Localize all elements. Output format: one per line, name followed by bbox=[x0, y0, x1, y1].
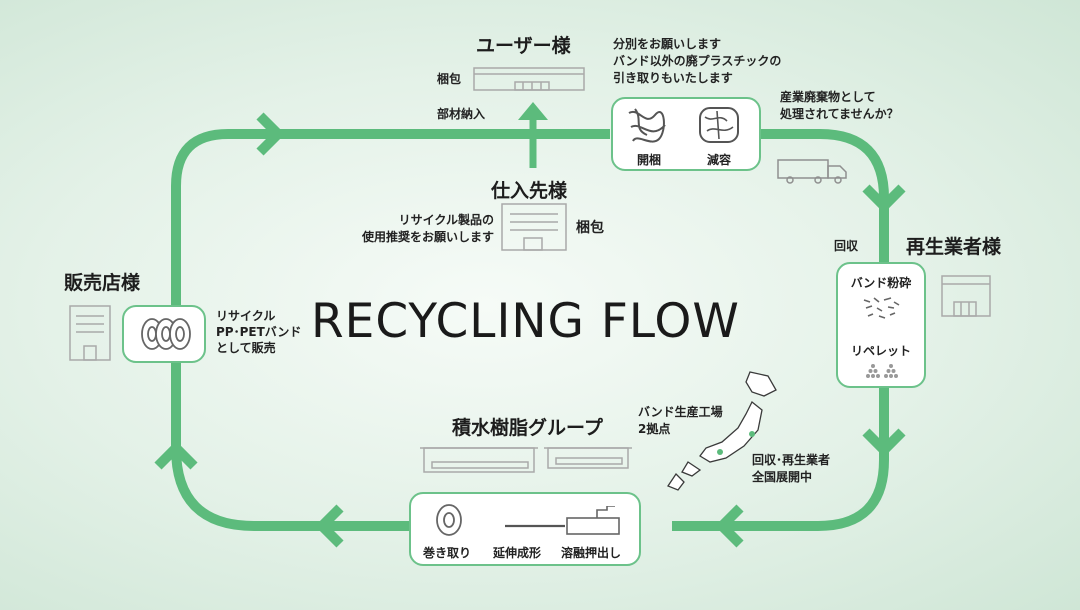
sekisui-factory-icons bbox=[420, 447, 632, 473]
user-process-box: 開梱 減容 bbox=[611, 97, 761, 171]
user-request-line: 分別をお願いします bbox=[613, 37, 722, 51]
process-stretch-label: 延伸成形 bbox=[493, 546, 542, 560]
user-warehouse-icon bbox=[473, 67, 585, 91]
pellets-icon bbox=[866, 364, 898, 378]
user-request-line: バンド以外の廃プラスチックの bbox=[613, 54, 782, 68]
process-volume-reduction-label: 減容 bbox=[707, 153, 732, 167]
supplier-building-icon bbox=[501, 203, 567, 251]
supplier-request-line: リサイクル製品の bbox=[398, 213, 494, 227]
industrial-waste-line: 産業廃棄物として bbox=[780, 90, 876, 104]
compressed-band-icon bbox=[699, 107, 739, 143]
sekisui-factory-line: 2拠点 bbox=[638, 422, 671, 436]
page-title: RECYCLING FLOW bbox=[311, 294, 740, 349]
user-request-text: 分別をお願いします バンド以外の廃プラスチックの 引き取りもいたします bbox=[613, 36, 781, 87]
user-label-packing: 梱包 bbox=[437, 72, 462, 86]
supplier-request-text: リサイクル製品の 使用推奨をお願いします bbox=[352, 212, 494, 246]
flow-loop-right-lower bbox=[672, 388, 889, 531]
industrial-waste-line: 処理されてませんか？ bbox=[780, 107, 899, 121]
flow-arrow-left bbox=[154, 440, 198, 470]
user-request-line: 引き取りもいたします bbox=[613, 71, 733, 85]
retailer-sale-line: として販売 bbox=[216, 341, 276, 355]
sekisui-recyclers-line: 全国展開中 bbox=[752, 470, 813, 484]
supply-arrow-head bbox=[518, 102, 548, 120]
recycler-label-collect: 回収 bbox=[834, 239, 859, 253]
extruder-icon bbox=[505, 506, 620, 535]
industrial-waste-text: 産業廃棄物として 処理されてませんか？ bbox=[780, 89, 899, 123]
user-heading: ユーザー様 bbox=[476, 35, 571, 57]
retailer-building-icon bbox=[69, 305, 111, 361]
sekisui-recyclers-text: 回収･再生業者 全国展開中 bbox=[752, 452, 830, 486]
japan-map-icon bbox=[667, 371, 777, 491]
band-rolls-icon bbox=[141, 318, 191, 350]
flow-arrow-bottom-right bbox=[714, 504, 744, 548]
flow-arrow-top bbox=[256, 112, 286, 156]
sekisui-factory-line: バンド生産工場 bbox=[638, 405, 723, 419]
supplier-request-line: 使用推奨をお願いします bbox=[361, 230, 494, 244]
flow-arrow-bottom-left bbox=[314, 504, 344, 548]
sekisui-heading: 積水樹脂グループ bbox=[452, 417, 603, 439]
retailer-sale-line: リサイクル bbox=[216, 309, 276, 323]
user-label-parts: 部材納入 bbox=[437, 107, 486, 121]
production-process-box: 巻き取り 延伸成形 溶融押出し bbox=[409, 492, 641, 566]
supplier-label-packing: 梱包 bbox=[576, 220, 604, 236]
process-crush-label: バンド粉砕 bbox=[850, 276, 912, 290]
process-repellet-label: リペレット bbox=[850, 344, 911, 358]
winding-roll-icon bbox=[436, 504, 462, 536]
flow-loop-right bbox=[760, 129, 889, 262]
retailer-heading: 販売店様 bbox=[64, 272, 141, 294]
sekisui-recyclers-line: 回収･再生業者 bbox=[752, 453, 831, 467]
process-unpacking-label: 開梱 bbox=[637, 153, 662, 167]
flow-arrow-right-bottom bbox=[862, 428, 906, 458]
retailer-sale-line: PP･PETバンド bbox=[216, 325, 302, 339]
sekisui-factory-text: バンド生産工場 2拠点 bbox=[638, 404, 723, 438]
supplier-heading: 仕入先様 bbox=[491, 180, 568, 202]
flow-arrow-right-top bbox=[862, 184, 906, 214]
retailer-product-box bbox=[122, 305, 206, 363]
retailer-sale-text: リサイクル PP･PETバンド として販売 bbox=[216, 308, 301, 356]
process-extrusion-label: 溶融押出し bbox=[561, 546, 622, 560]
recycler-heading: 再生業者様 bbox=[906, 236, 1002, 258]
tangled-band-icon bbox=[628, 108, 666, 143]
truck-icon bbox=[777, 159, 847, 184]
crushed-flakes-icon bbox=[863, 297, 900, 319]
process-winding-label: 巻き取り bbox=[423, 546, 472, 560]
recycler-warehouse-icon bbox=[941, 275, 991, 317]
recycler-process-box: バンド粉砕 リペレット bbox=[836, 262, 926, 388]
